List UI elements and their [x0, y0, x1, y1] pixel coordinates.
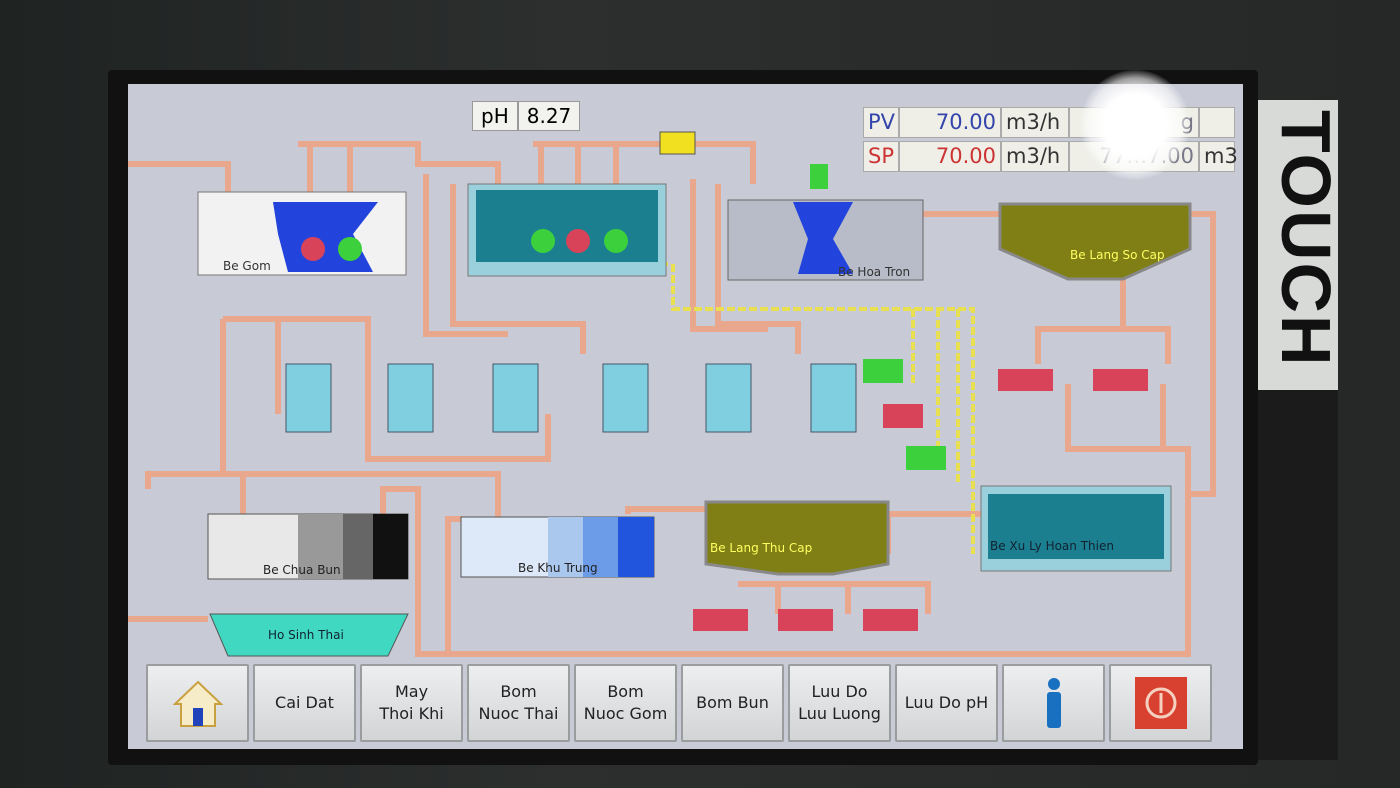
bom-nuoc-gom-button[interactable]: Bom Nuoc Gom: [574, 664, 677, 742]
tank-be-xu-ly-hoan-thien: Be Xu Ly Hoan Thien: [980, 485, 1172, 572]
pv-value: 70.00: [899, 107, 1001, 138]
tank-label: Be Khu Trung: [518, 561, 598, 575]
pv-tag: PV: [863, 107, 899, 138]
flow-panel: PV 70.00 m3/h g SP 70.00 m3/h 77…7.00 m3: [863, 107, 1238, 175]
tank-be-lang-so-cap: Be Lang So Cap: [998, 202, 1192, 281]
bom-nuoc-thai-button[interactable]: Bom Nuoc Thai: [467, 664, 570, 742]
tank-be-khu-trung: Be Khu Trung: [460, 516, 655, 578]
cai-dat-button[interactable]: Cai Dat: [253, 664, 356, 742]
pv-row: PV 70.00 m3/h g: [863, 107, 1235, 138]
tank-be-gom: Be Gom: [197, 191, 407, 276]
home-button[interactable]: [146, 664, 249, 742]
pumps: [301, 229, 1148, 631]
navigation-bar: Cai Dat May Thoi Khi Bom Nuoc Thai Bom N…: [146, 664, 1212, 742]
brand-label: TOUCH: [1258, 100, 1345, 390]
tank-label: Ho Sinh Thai: [268, 628, 344, 642]
chemical-tanks: [285, 363, 857, 433]
tank-be-chua-bun: Be Chua Bun: [207, 513, 409, 580]
luu-do-ph-button[interactable]: Luu Do pH: [895, 664, 998, 742]
pv-total: g: [1069, 107, 1199, 138]
power-button[interactable]: [1109, 664, 1212, 742]
sp-total: 77…7.00: [1069, 141, 1199, 172]
home-icon: [172, 680, 223, 727]
pv-total-unit: [1199, 107, 1235, 138]
hmi-screen: Be Gom Be Hoa Tron Be Lang So Cap Be Xu …: [128, 84, 1243, 749]
luu-do-luu-luong-button[interactable]: Luu Do Luu Luong: [788, 664, 891, 742]
power-icon: [1134, 677, 1187, 729]
tank-label: Be Lang Thu Cap: [710, 541, 812, 555]
tank-label: Be Hoa Tron: [838, 265, 910, 279]
tank-label: Be Lang So Cap: [1070, 248, 1165, 262]
may-thoi-khi-button[interactable]: May Thoi Khi: [360, 664, 463, 742]
process-diagram: Be Gom Be Hoa Tron Be Lang So Cap Be Xu …: [128, 131, 1216, 657]
tank-be-hoa-tron: Be Hoa Tron: [727, 164, 924, 281]
pv-unit: m3/h: [1001, 107, 1069, 138]
flow-meter: [659, 131, 696, 155]
user-icon: [1046, 678, 1061, 728]
ph-display: pH 8.27: [472, 101, 581, 131]
ph-label: pH: [472, 101, 518, 131]
bezel-panel: [1258, 390, 1338, 760]
sp-value[interactable]: 70.00: [899, 141, 1001, 172]
sp-unit: m3/h: [1001, 141, 1069, 172]
brand-text: TOUCH: [1267, 110, 1345, 368]
tank-label: Be Gom: [223, 259, 271, 273]
sp-row: SP 70.00 m3/h 77…7.00 m3: [863, 141, 1238, 172]
ph-value: 8.27: [517, 101, 581, 131]
tank-label: Be Chua Bun: [263, 563, 341, 577]
user-button[interactable]: [1002, 664, 1105, 742]
tank-aeration-inlet: [467, 183, 667, 277]
sp-tag: SP: [863, 141, 899, 172]
tank-ho-sinh-thai: Ho Sinh Thai: [209, 613, 409, 657]
sp-total-unit: m3: [1199, 141, 1238, 172]
tank-be-lang-thu-cap: Be Lang Thu Cap: [704, 500, 890, 576]
bom-bun-button[interactable]: Bom Bun: [681, 664, 784, 742]
tank-label: Be Xu Ly Hoan Thien: [990, 539, 1114, 553]
